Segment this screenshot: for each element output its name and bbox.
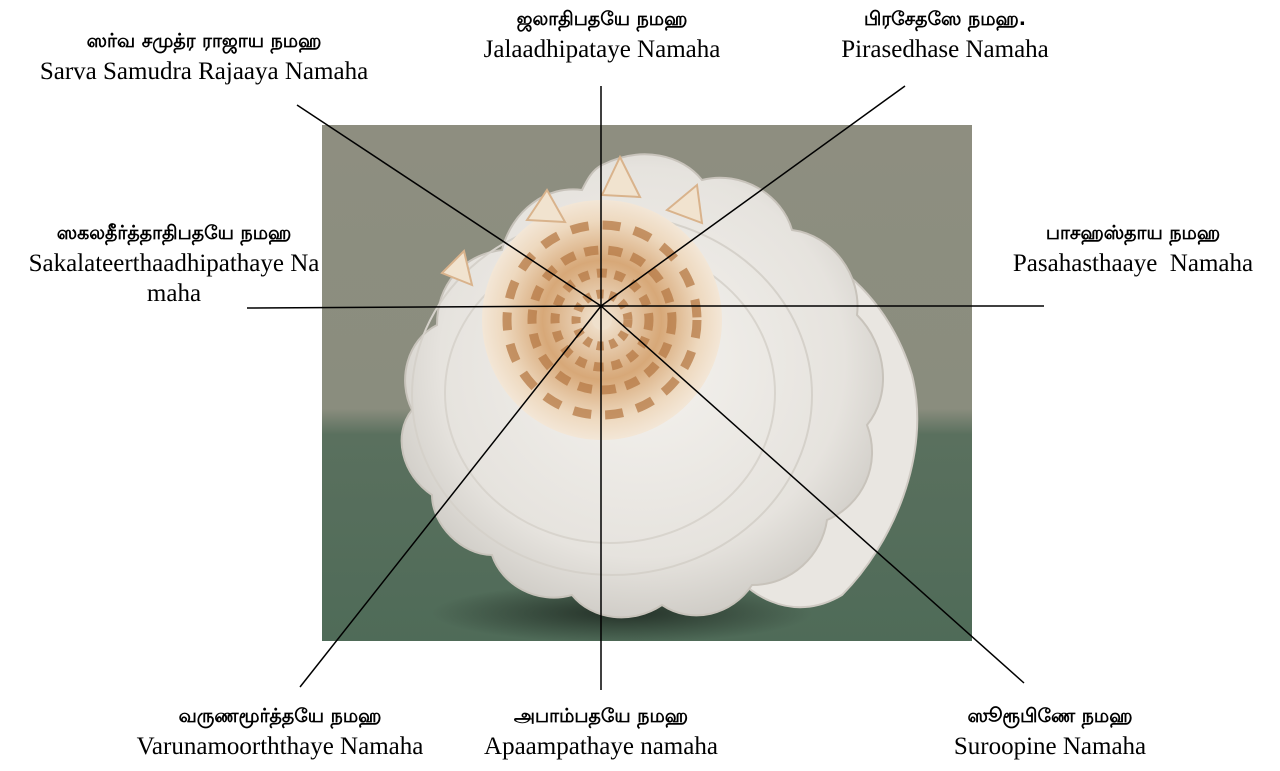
label-right-english: Pasahasthaaye Namaha xyxy=(990,249,1276,279)
label-bottom-right-english: Suroopine Namaha xyxy=(920,732,1180,762)
ray-top-right xyxy=(601,86,905,306)
label-top-left-english: Sarva Samudra Rajaaya Namaha xyxy=(6,57,402,87)
label-bottom-tamil: அபாம்பதயே நமஹ xyxy=(470,705,732,728)
label-left-english: Sakalateerthaadhipathaye Namaha xyxy=(24,249,324,309)
label-left-tamil: ஸகலதீர்த்தாதிபதயே நமஹ xyxy=(4,222,344,245)
ray-bottom-right xyxy=(601,306,1024,683)
label-top-left: ஸர்வ சமுத்ர ராஜாய நமஹ Sarva Samudra Raja… xyxy=(6,30,402,87)
label-right-tamil: பாசஹஸ்தாய நமஹ xyxy=(990,222,1276,245)
label-bottom-english: Apaampathaye namaha xyxy=(470,732,732,762)
label-bottom-left: வருணமூர்த்தயே நமஹ Varunamoorththaye Nama… xyxy=(100,705,460,762)
label-top: ஜலாதிபதயே நமஹ Jalaadhipataye Namaha xyxy=(452,8,752,65)
label-top-english: Jalaadhipataye Namaha xyxy=(452,35,752,65)
label-top-right: பிரசேதஸே நமஹ. Pirasedhase Namaha xyxy=(800,8,1090,65)
label-right: பாசஹஸ்தாய நமஹ Pasahasthaaye Namaha xyxy=(990,222,1276,279)
label-left: ஸகலதீர்த்தாதிபதயே நமஹ Sakalateerthaadhip… xyxy=(4,222,344,309)
label-top-left-tamil: ஸர்வ சமுத்ர ராஜாய நமஹ xyxy=(6,30,402,53)
label-bottom-right: ஸூரூபிணே நமஹ Suroopine Namaha xyxy=(920,705,1180,762)
label-bottom: அபாம்பதயே நமஹ Apaampathaye namaha xyxy=(470,705,732,762)
label-bottom-right-tamil: ஸூரூபிணே நமஹ xyxy=(920,705,1180,728)
label-bottom-left-tamil: வருணமூர்த்தயே நமஹ xyxy=(100,705,460,728)
label-bottom-left-english: Varunamoorththaye Namaha xyxy=(100,732,460,762)
ray-bottom-left xyxy=(300,306,601,687)
label-top-tamil: ஜலாதிபதயே நமஹ xyxy=(452,8,752,31)
label-top-right-english: Pirasedhase Namaha xyxy=(800,35,1090,65)
label-top-right-tamil: பிரசேதஸே நமஹ. xyxy=(800,8,1090,31)
